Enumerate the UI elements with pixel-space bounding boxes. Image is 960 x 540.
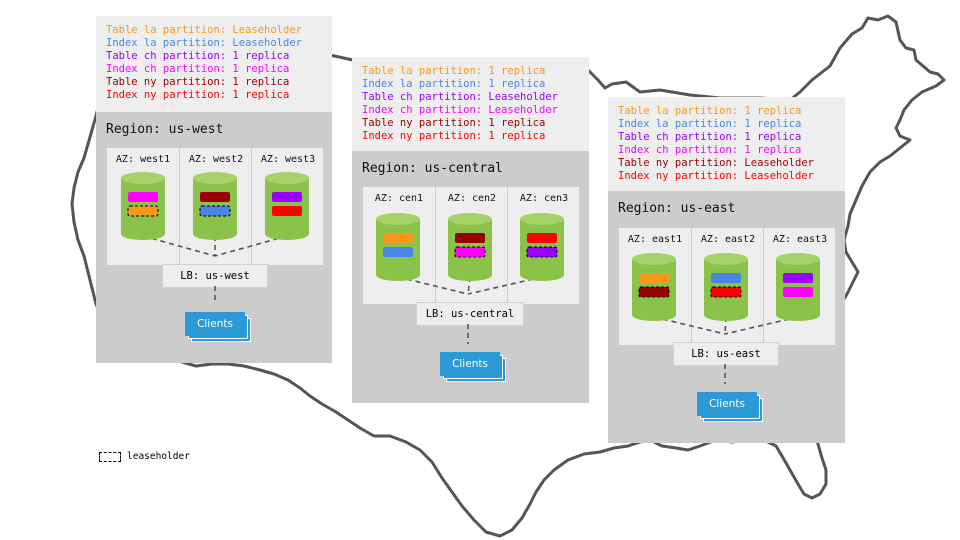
partition-legend-us-central: Table la partition: 1 replica Index la p… bbox=[352, 57, 589, 151]
clients-label: Clients bbox=[185, 312, 245, 336]
legend-line: Table ny partition: Leaseholder bbox=[618, 157, 814, 169]
legend-line: Table ch partition: Leaseholder bbox=[362, 91, 558, 103]
clients-us-west[interactable]: Clients bbox=[185, 312, 251, 342]
az-cen2: AZ: cen2 bbox=[435, 187, 508, 304]
load-balancer-us-central: LB: us-central bbox=[416, 302, 524, 326]
legend-line: Table ch partition: 1 replica bbox=[618, 131, 802, 143]
az-west3: AZ: west3 bbox=[251, 148, 324, 265]
legend-line: Index la partition: 1 replica bbox=[618, 118, 802, 130]
az-east2: AZ: east2 bbox=[691, 228, 764, 345]
az-label: AZ: east1 bbox=[627, 234, 683, 245]
region-title-us-west: Region: us-west bbox=[106, 122, 224, 137]
legend-line: Table ny partition: 1 replica bbox=[362, 117, 546, 129]
region-us-central: Table la partition: 1 replica Index la p… bbox=[352, 57, 589, 403]
legend-line: Index ny partition: Leaseholder bbox=[618, 170, 814, 182]
legend-line: Index la partition: Leaseholder bbox=[106, 37, 302, 49]
legend-line: Index ny partition: 1 replica bbox=[106, 89, 290, 101]
az-label: AZ: east2 bbox=[700, 234, 756, 245]
az-east1: AZ: east1 bbox=[619, 228, 691, 345]
legend-line: Index ny partition: 1 replica bbox=[362, 130, 546, 142]
leaseholder-key-label: leaseholder bbox=[127, 451, 190, 462]
partition-legend-us-west: Table la partition: Leaseholder Index la… bbox=[96, 16, 332, 112]
az-label: AZ: cen3 bbox=[519, 193, 569, 204]
az-west1: AZ: west1 bbox=[107, 148, 179, 265]
partition-legend-us-east: Table la partition: 1 replica Index la p… bbox=[608, 97, 845, 191]
legend-line: Table ny partition: 1 replica bbox=[106, 76, 290, 88]
legend-line: Table la partition: 1 replica bbox=[362, 65, 546, 77]
az-label: AZ: cen1 bbox=[374, 193, 424, 204]
load-balancer-us-west: LB: us-west bbox=[162, 264, 268, 288]
az-group-us-central: AZ: cen1 AZ: cen2 AZ: cen3 bbox=[363, 187, 579, 304]
region-title-us-east: Region: us-east bbox=[618, 201, 736, 216]
az-cen3: AZ: cen3 bbox=[507, 187, 580, 304]
legend-line: Table ch partition: 1 replica bbox=[106, 50, 290, 62]
leaseholder-dashed-swatch bbox=[99, 451, 121, 462]
clients-label: Clients bbox=[697, 392, 757, 416]
legend-line: Index ch partition: 1 replica bbox=[106, 63, 290, 75]
az-label: AZ: west1 bbox=[115, 154, 171, 165]
leaseholder-key: leaseholder bbox=[99, 451, 190, 462]
legend-line: Index ch partition: Leaseholder bbox=[362, 104, 558, 116]
legend-line: Index ch partition: 1 replica bbox=[618, 144, 802, 156]
az-label: AZ: west2 bbox=[188, 154, 244, 165]
az-label: AZ: east3 bbox=[772, 234, 828, 245]
region-us-west: Table la partition: Leaseholder Index la… bbox=[96, 16, 332, 363]
clients-label: Clients bbox=[440, 352, 500, 376]
region-title-us-central: Region: us-central bbox=[362, 161, 503, 176]
az-east3: AZ: east3 bbox=[763, 228, 836, 345]
az-group-us-east: AZ: east1 AZ: east2 AZ: east3 bbox=[619, 228, 835, 345]
az-group-us-west: AZ: west1 AZ: west2 AZ: west3 bbox=[107, 148, 323, 265]
clients-us-east[interactable]: Clients bbox=[697, 392, 763, 422]
load-balancer-us-east: LB: us-east bbox=[673, 342, 779, 366]
az-west2: AZ: west2 bbox=[179, 148, 252, 265]
az-label: AZ: west3 bbox=[260, 154, 316, 165]
az-cen1: AZ: cen1 bbox=[363, 187, 435, 304]
legend-line: Table la partition: 1 replica bbox=[618, 105, 802, 117]
az-label: AZ: cen2 bbox=[447, 193, 497, 204]
region-us-east: Table la partition: 1 replica Index la p… bbox=[608, 97, 845, 443]
legend-line: Index la partition: 1 replica bbox=[362, 78, 546, 90]
clients-us-central[interactable]: Clients bbox=[440, 352, 506, 382]
legend-line: Table la partition: Leaseholder bbox=[106, 24, 302, 36]
